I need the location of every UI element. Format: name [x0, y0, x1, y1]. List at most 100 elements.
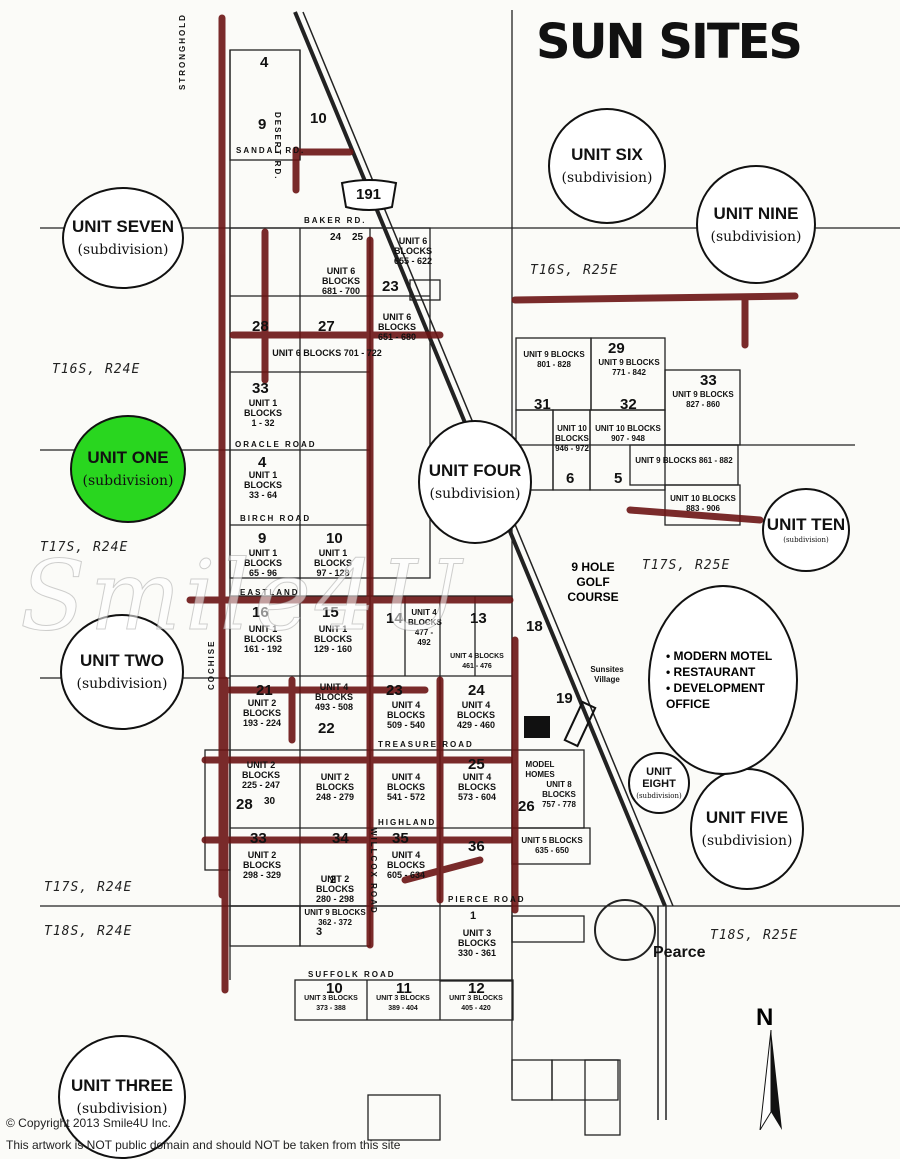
highway-number: 191 [356, 186, 382, 203]
pearce-circle [594, 899, 656, 961]
township-t16-r25: T16S, R25E [530, 263, 619, 278]
section-number: 26 [518, 798, 535, 815]
section-number: 21 [256, 682, 273, 699]
callout-sub: (subdivision) [82, 473, 174, 489]
callout-title: UNIT NINE [713, 203, 799, 223]
section-number: 33 [250, 830, 267, 847]
callout-title: UNIT TEN [766, 515, 846, 534]
section-number: 28 [252, 318, 269, 335]
section-number: 10 [326, 980, 343, 997]
callout-unit-three: UNIT THREE (subdivision) [58, 1035, 186, 1159]
road-eastland: EASTLAND [240, 588, 300, 597]
section-number: 14 [386, 610, 403, 627]
sunsites-logo: SUN SITES [536, 14, 803, 70]
callout-title: UNIT EIGHT [642, 766, 676, 790]
section-number: 33 [252, 380, 269, 397]
callout-unit-one: UNIT ONE (subdivision) [70, 415, 186, 523]
section-number: 6 [566, 470, 575, 487]
callout-title: UNIT TWO [79, 651, 165, 670]
amenity-restaurant: • RESTAURANT [666, 665, 756, 679]
callout-sub: (subdivision) [636, 792, 682, 800]
village-label: Sunsites Village [590, 665, 624, 684]
section-number: 10 [310, 110, 327, 127]
block-label: UNIT 9 BLOCKS 861 - 882 [635, 456, 733, 465]
town-pearce: Pearce [653, 944, 706, 961]
section-number: 25 [468, 756, 485, 773]
north-label: N [756, 1004, 774, 1031]
callout-unit-eight: UNIT EIGHT (subdivision) [628, 752, 690, 814]
section-number: 11 [396, 980, 412, 997]
callout-sub: (subdivision) [701, 833, 793, 849]
callout-unit-six: UNIT SIX (subdivision) [548, 108, 666, 224]
township-t16-r24: T16S, R24E [52, 362, 141, 377]
township-t17-r24-a: T17S, R24E [40, 540, 129, 555]
amenity-motel: • MODERN MOTEL [666, 649, 773, 663]
township-t17-r24-b: T17S, R24E [44, 880, 133, 895]
section-number: 22 [318, 720, 335, 737]
section-number: 13 [470, 610, 487, 627]
township-t18-r24: T18S, R24E [44, 924, 133, 939]
section-number: 36 [468, 838, 485, 855]
section-number: 15 [322, 604, 339, 621]
block-label: UNIT 4 BLOCKS 461 - 476 [450, 653, 504, 670]
road-suffolk: SUFFOLK ROAD [308, 970, 396, 979]
callout-unit-ten: UNIT TEN (subdivision) [762, 488, 850, 572]
road-stronghold: STRONGHOLD [178, 13, 187, 90]
section-number: 4 [260, 54, 269, 71]
section-number: 9 [258, 116, 267, 133]
callout-sub: (subdivision) [783, 536, 829, 544]
section-number: 27 [318, 318, 335, 335]
section-number: 3 [316, 926, 323, 938]
callout-sub: (subdivision) [710, 228, 802, 245]
callout-title: UNIT SIX [571, 145, 643, 164]
callout-title: UNIT ONE [87, 448, 169, 467]
section-number: 24 [330, 232, 342, 243]
section-number: 32 [620, 396, 637, 413]
callout-title: UNIT THREE [71, 1076, 173, 1095]
road-oracle: ORACLE ROAD [235, 440, 317, 449]
north-arrow-icon [759, 1030, 782, 1130]
section-number: 18 [526, 618, 543, 635]
callout-sub: (subdivision) [77, 242, 169, 258]
paved-roads [186, 14, 799, 994]
golf-course-label: 9 HOLE GOLF COURSE [567, 560, 619, 604]
section-number: 12 [468, 980, 485, 997]
callout-title: UNIT FOUR [428, 461, 522, 480]
section-number: 34 [332, 830, 349, 847]
callout-title: UNIT FIVE [705, 808, 789, 827]
road-desert: DESERT RD. [273, 112, 282, 181]
road-birch: BIRCH ROAD [240, 514, 312, 523]
section-number: 30 [264, 796, 276, 807]
section-number: 35 [392, 830, 409, 847]
road-pierce: PIERCE ROAD [448, 895, 526, 904]
block-label: UNIT 6 BLOCKS 701 - 722 [272, 348, 382, 358]
section-number: 28 [236, 796, 253, 813]
road-baker: BAKER RD. [304, 216, 367, 225]
amenities-callout: • MODERN MOTEL • RESTAURANT • DEVELOPMEN… [648, 585, 798, 775]
callout-sub: (subdivision) [76, 676, 168, 692]
